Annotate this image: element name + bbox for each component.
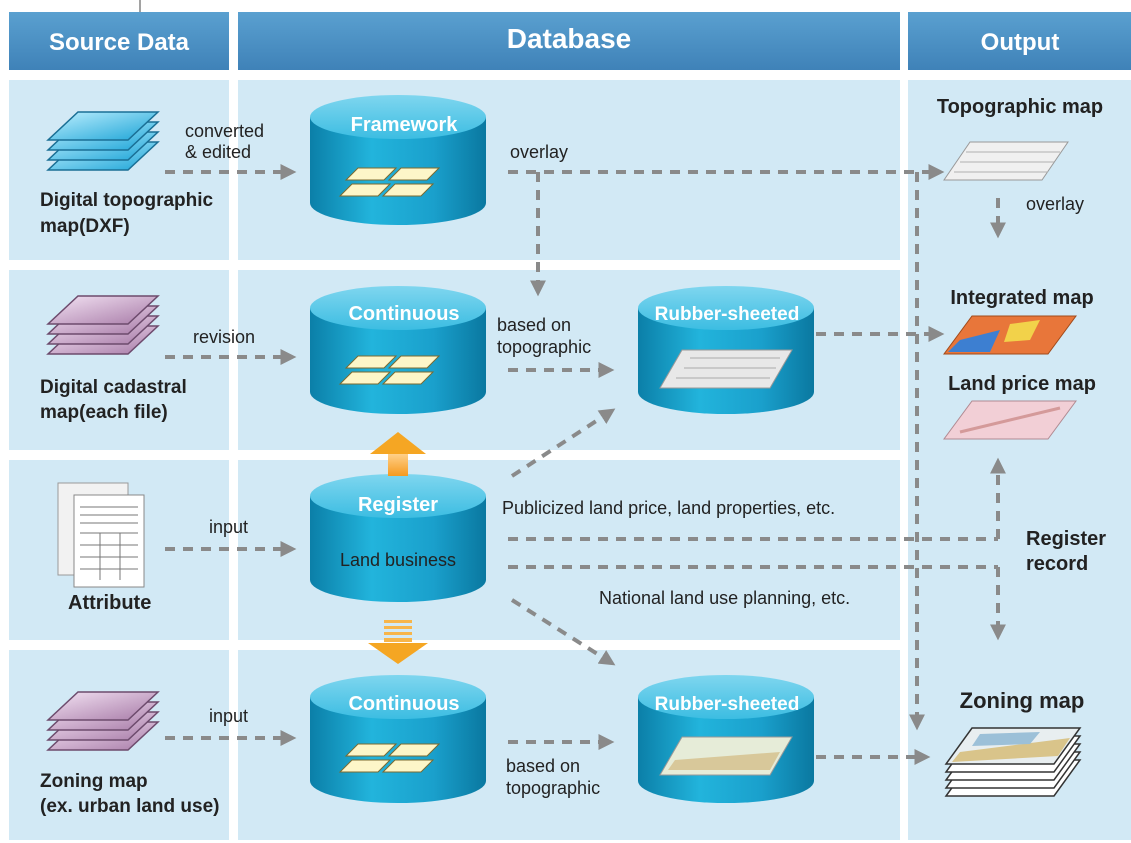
rubber-1-title: Rubber-sheeted: [655, 304, 800, 325]
label-attribute: Attribute: [68, 592, 151, 614]
label-overlay-1: overlay: [510, 142, 568, 162]
output-integrated-map: Integrated map: [950, 287, 1093, 309]
continuous-cylinder-1: Continuous: [310, 286, 486, 414]
label-overlay-2: overlay: [1026, 194, 1084, 214]
output-topographic-map: Topographic map: [937, 96, 1103, 118]
header-output: Output: [981, 29, 1060, 56]
orange-down-arrow: [368, 620, 428, 664]
continuous-1-title: Continuous: [348, 303, 459, 325]
panel-output: [908, 80, 1131, 840]
label-revision: revision: [193, 327, 255, 347]
label-national: National land use planning, etc.: [599, 588, 850, 608]
header-source-data: Source Data: [49, 29, 190, 56]
orange-up-arrow: [370, 432, 426, 476]
framework-cylinder: Framework: [310, 95, 486, 225]
label-based-on-1a: based on: [497, 315, 571, 335]
header-database-bg: [238, 12, 900, 70]
label-ex-urban: (ex. urban land use): [40, 796, 219, 817]
header-source-bg: [9, 12, 229, 70]
cadastral-layers-icon: [46, 295, 160, 355]
continuous-cylinder-2: Continuous: [310, 675, 486, 803]
label-input-1: input: [209, 517, 248, 537]
label-based-on-1b: topographic: [497, 337, 591, 357]
register-cylinder: Register Land business: [310, 474, 486, 602]
rubber-sheeted-cylinder-1: Rubber-sheeted: [638, 286, 814, 414]
parcel-icon: [338, 355, 441, 385]
attribute-document-icon: [57, 482, 145, 588]
label-digital-topographic: Digital topographic: [40, 190, 214, 211]
label-publicized: Publicized land price, land properties, …: [502, 498, 835, 518]
rubber-sheeted-cylinder-2: Rubber-sheeted: [638, 675, 814, 803]
label-digital-cadastral: Digital cadastral: [40, 377, 187, 398]
framework-title: Framework: [351, 114, 459, 136]
arrow-register-to-rubber-2: [510, 598, 616, 666]
label-based-on-2b: topographic: [506, 778, 600, 798]
label-map-each-file: map(each file): [40, 402, 168, 423]
register-subtitle: Land business: [340, 550, 456, 570]
parcel-icon: [338, 167, 441, 197]
flow-arrows: [165, 164, 1006, 765]
rubber-2-title: Rubber-sheeted: [655, 694, 800, 715]
label-map-dxf: map(DXF): [40, 216, 130, 237]
parcel-icon: [338, 743, 441, 773]
zoning-map-stack-icon: [944, 727, 1082, 797]
output-record: record: [1026, 553, 1088, 575]
label-edited: & edited: [185, 142, 251, 162]
header-database: Database: [507, 23, 632, 54]
output-land-price-map: Land price map: [948, 373, 1096, 395]
label-zoning-map: Zoning map: [40, 771, 148, 792]
label-based-on-2a: based on: [506, 756, 580, 776]
continuous-2-title: Continuous: [348, 693, 459, 715]
label-converted: converted: [185, 121, 264, 141]
output-register: Register: [1026, 528, 1106, 550]
output-zoning-map: Zoning map: [960, 688, 1085, 713]
label-input-2: input: [209, 706, 248, 726]
arrow-register-to-rubber: [510, 408, 616, 478]
header-output-bg: [908, 12, 1131, 70]
register-title: Register: [358, 494, 438, 516]
zoning-layers-icon: [46, 691, 160, 751]
topographic-layers-icon: [46, 111, 160, 171]
map-thumbnail: [659, 349, 793, 389]
